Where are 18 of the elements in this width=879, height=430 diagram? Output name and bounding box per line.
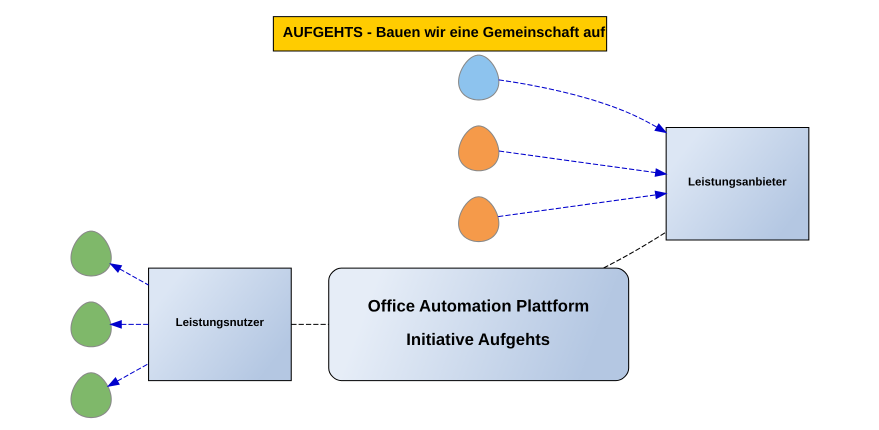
arrow [108,263,148,286]
node-person [70,372,112,418]
node-box: Leistungsnutzer [148,268,292,382]
arrow [498,190,668,218]
node-person [458,125,499,172]
connector [290,324,328,325]
node-person [458,54,499,100]
arrow [106,363,148,387]
node-box: Office Automation Plattform Initiative Aufgehts [328,268,629,382]
arrow [108,320,148,329]
arrow [498,79,667,134]
arrow [498,150,668,177]
node-person [70,230,112,276]
node-box: Leistungsanbieter [665,127,809,241]
connector [602,232,666,268]
diagram-title: AUFGEHTS - Bauen wir eine Gemeinschaft auf [282,25,605,42]
node-person [70,301,112,348]
node-person [458,196,499,242]
